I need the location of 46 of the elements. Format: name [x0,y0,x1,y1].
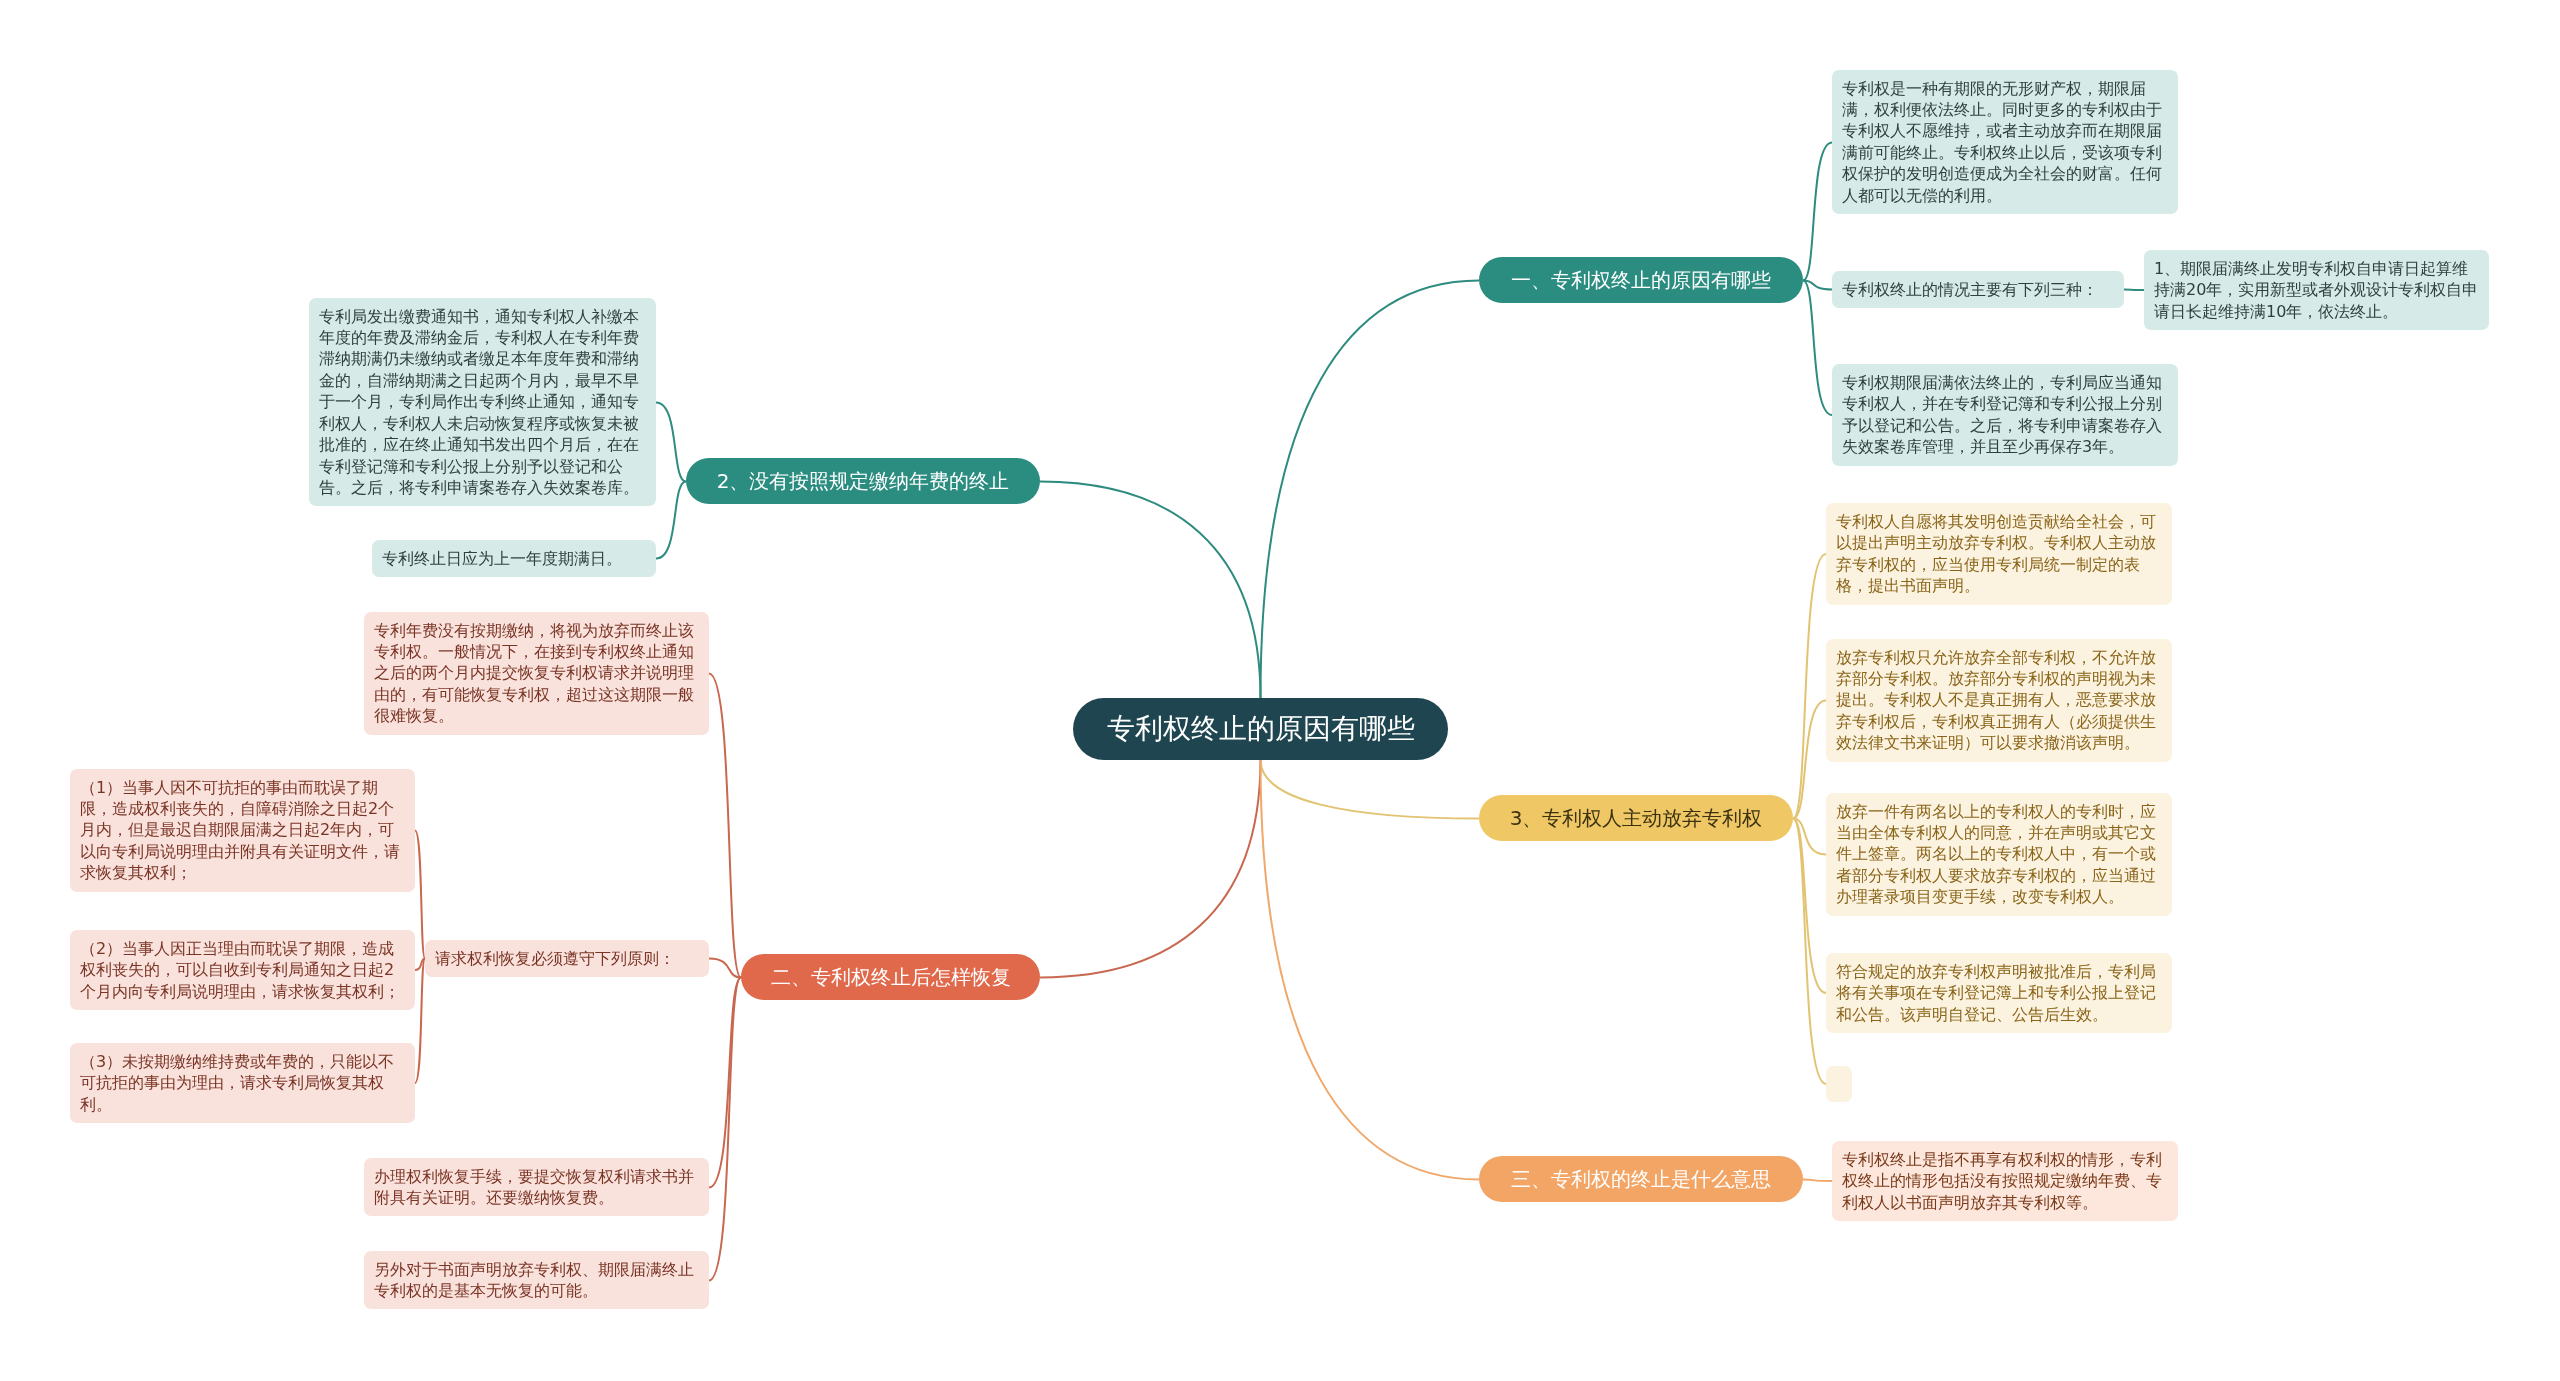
connector-line [1039,480,1262,699]
empty-box [1826,1066,1852,1102]
branch-topic: 二、专利权终止后怎样恢复 [741,953,1040,1001]
note-box: 请求权利恢复必须遵守下列原则： [425,939,709,977]
note-box: 专利年费没有按期缴纳，将视为放弃而终止该专利权。一般情况下，在接到专利权终止通知之后的两个月内提交恢复专利权请求并说明理由的，有可能恢复专利权，超过这这期限一般很难恢复。 [364,611,709,735]
connector-line [1039,759,1262,979]
connector-line [1792,699,1827,820]
connector-line [1792,817,1827,1085]
central-topic: 专利权终止的原因有哪些 [1073,698,1448,760]
connector-line [1802,279,1833,291]
note-box: （3）未按期缴纳维持费或年费的，只能以不可抗拒的事由为理由，请求专利局恢复其权利。 [70,1043,415,1124]
branch-topic: 3、专利权人主动放弃专利权 [1479,794,1793,842]
note-box: 专利权是一种有期限的无形财产权，期限届满，权利便依法终止。同时更多的专利权由于专利权人不愿维持，或者主动放弃而在期限届满前可能终止。专利权终止以后，受该项专利权保护的发明创造便成为全社会的财富。任何人都可以无偿的利用。 [1832,69,2178,215]
connector-line [708,976,742,1189]
branch-topic: 一、专利权终止的原因有哪些 [1479,256,1803,304]
note-box: 专利终止日应为上一年度期满日。 [372,539,656,577]
note-box: 1、期限届满终止发明专利权自申请日起算维持满20年，实用新型或者外观设计专利权自申请日长起维持满10年，依法终止。 [2144,250,2489,331]
connector-line [2123,288,2145,291]
note-box: 办理权利恢复手续，要提交恢复权利请求书并附具有关证明。还要缴纳恢复费。 [364,1157,709,1217]
connector-line [655,401,687,483]
branch-topic: 三、专利权的终止是什么意思 [1479,1155,1803,1203]
note-box: 专利权终止的情况主要有下列三种： [1832,270,2124,308]
connector-line [708,672,742,979]
note-box: 专利权期限届满依法终止的，专利局应当通知专利权人，并在专利登记簿和专利公报上分别予以登记和公告。之后，将专利申请案卷存入失效案卷库管理，并且至少再保存3年。 [1832,364,2178,466]
connector-line [708,957,742,979]
connector-line [655,480,687,560]
note-box: 专利局发出缴费通知书，通知专利权人补缴本年度的年费及滞纳金后，专利权人在专利年费滞纳期满仍未缴纳或者缴足本年度年费和滞纳金的，自滞纳期满之日起两个月内，最早不早于一个月，专利局作出专利终止通知，通知专利权人，专利权人未启动恢复程序或恢复未被批准的，应在终止通知书发出四个月后，在在专利登记簿和专利公报上分别予以登记和公告。之后，将专利申请案卷存入失效案卷库。 [309,297,656,507]
note-box: 放弃一件有两名以上的专利权人的专利时，应当由全体专利权人的同意，并在声明或其它文件上签章。两名以上的专利权人中，有一个或者部分专利权人要求放弃专利权的，应当通过办理著录项目变更手续，改变专利权人。 [1826,792,2172,916]
connector-line [1259,759,1480,1181]
note-box: 专利权人自愿将其发明创造贡献给全社会，可以提出声明主动放弃专利权。专利权人主动放弃专利权的，应当使用专利局统一制定的表格，提出书面声明。 [1826,503,2172,605]
connector-line [708,976,742,1282]
note-box: 另外对于书面声明放弃专利权、期限届满终止专利权的是基本无恢复的可能。 [364,1250,709,1310]
connector-line [1792,817,1827,856]
connector-line [1802,141,1833,282]
note-box: 符合规定的放弃专利权声明被批准后，专利局将有关事项在专利登记簿上和专利公报上登记和公告。该声明自登记、公告后生效。 [1826,953,2172,1034]
connector-line [1792,553,1827,820]
note-box: 放弃专利权只允许放弃全部专利权，不允许放弃部分专利权。放弃部分专利权的声明视为未提出。专利权人不是真正拥有人，恶意要求放弃专利权后，专利权真正拥有人（必须提供生效法律文书来证明）可以要求撤消该声明。 [1826,638,2172,762]
connector-line [1259,279,1480,699]
note-box: 专利权终止是指不再享有权利权的情形，专利权终止的情形包括没有按照规定缴纳年费、专利权人以书面声明放弃其专利权等。 [1832,1141,2178,1222]
connector-line [414,957,426,1084]
note-box: （1）当事人因不可抗拒的事由而耽误了期限，造成权利丧失的，自障碍消除之日起2个月内，但是最迟自期限届满之日起2年内，可以向专利局说明理由并附具有关证明文件，请求恢复其权利； [70,768,415,892]
connector-line [1802,1178,1833,1182]
connector-line [1802,279,1833,416]
note-box: （2）当事人因正当理由而耽误了期限，造成权利丧失的，可以自收到专利局通知之日起2个月内向专利局说明理由，请求恢复其权利； [70,930,415,1011]
connector-line [414,829,426,960]
branch-topic: 2、没有按照规定缴纳年费的终止 [686,457,1040,505]
